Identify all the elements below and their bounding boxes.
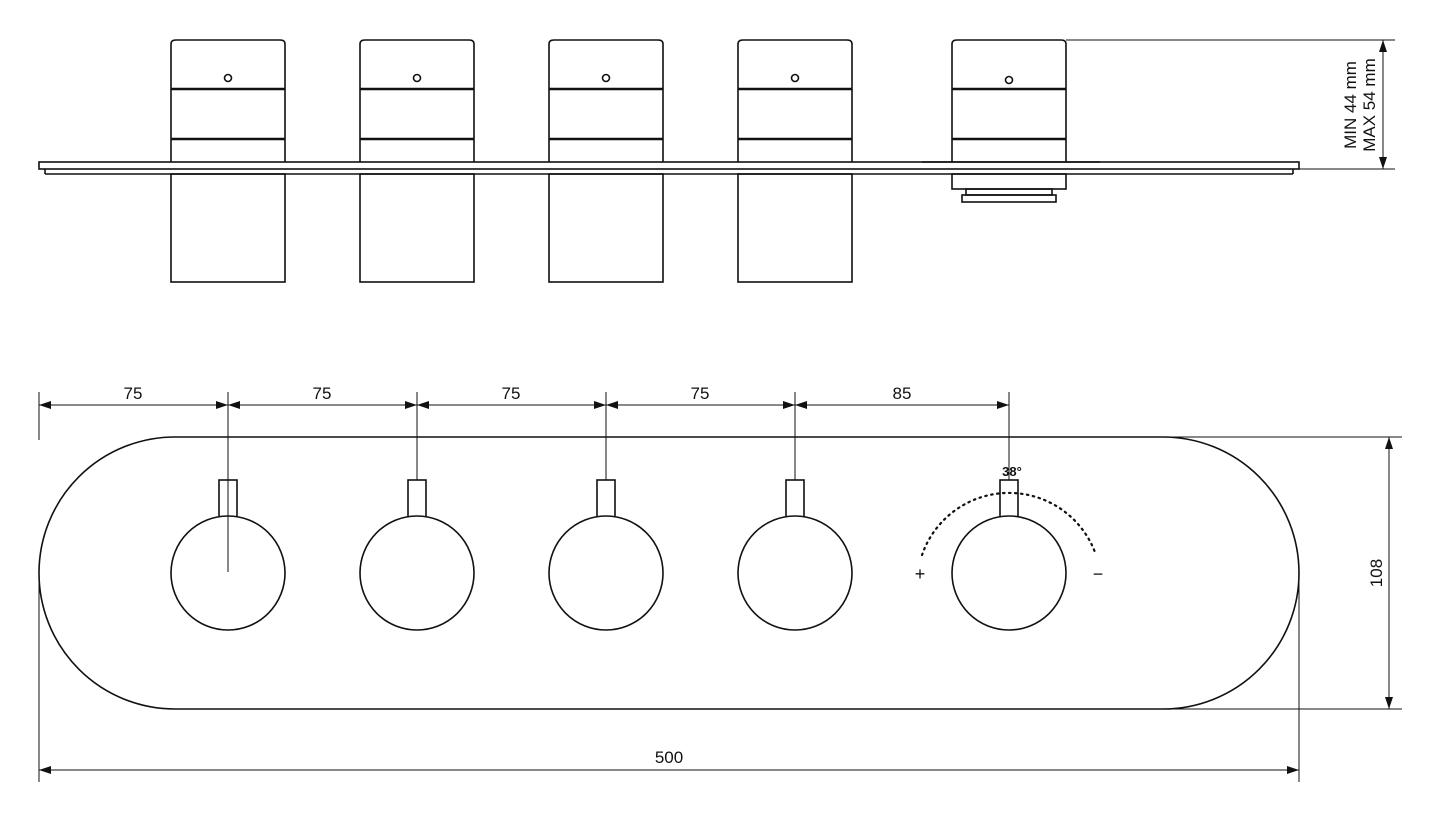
depth-max-label: MAX 54 mm: [1360, 58, 1379, 152]
set-screw-icon: [1004, 75, 1014, 85]
wall-plate: [38, 161, 1300, 175]
spacing-label-1: 75: [124, 384, 143, 403]
spacing-label-4: 75: [691, 384, 710, 403]
thermostatic-handle: 38° + −: [915, 464, 1104, 631]
side-knob-1: [170, 39, 286, 283]
handle-4: [737, 479, 853, 631]
rotation-angle-label: 38°: [1002, 464, 1022, 479]
set-screw-icon: [223, 73, 233, 83]
plus-sign: +: [915, 564, 926, 584]
overall-width-label: 500: [655, 748, 683, 767]
side-knob-2: [359, 39, 475, 283]
handle-3: [548, 479, 664, 631]
spacing-label-2: 75: [313, 384, 332, 403]
spacing-dimension: 75 75 75 75 85: [39, 384, 1009, 409]
side-view: MIN 44 mm MAX 54 mm: [38, 39, 1395, 283]
side-knob-5: [922, 39, 1100, 203]
set-screw-icon: [601, 73, 611, 83]
spacing-label-5: 85: [893, 384, 912, 403]
spacing-label-3: 75: [502, 384, 521, 403]
width-dimension: 500: [38, 573, 1300, 782]
depth-min-label: MIN 44 mm: [1341, 61, 1360, 149]
overall-height-label: 108: [1367, 559, 1386, 587]
side-knob-3: [548, 39, 664, 283]
side-knob-4: [737, 39, 853, 283]
front-view: 75 75 75 75 85 38°: [38, 384, 1402, 782]
handle-2: [359, 479, 475, 631]
valve-body: [359, 173, 475, 283]
valve-body: [548, 173, 664, 283]
rotation-arc: [920, 491, 1098, 557]
valve-body: [170, 173, 286, 283]
set-screw-icon: [790, 73, 800, 83]
depth-dimension: MIN 44 mm MAX 54 mm: [1066, 39, 1395, 170]
set-screw-icon: [412, 73, 422, 83]
height-dimension: 108: [1163, 436, 1402, 710]
handle-1: [170, 479, 286, 631]
valve-body: [737, 173, 853, 283]
minus-sign: −: [1093, 564, 1104, 584]
